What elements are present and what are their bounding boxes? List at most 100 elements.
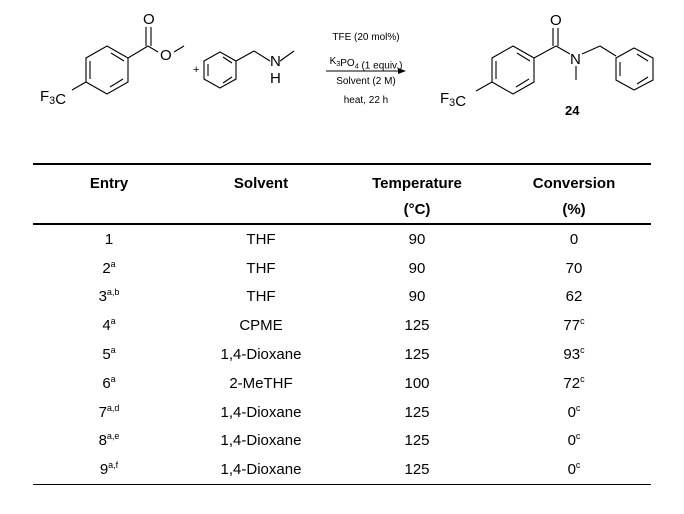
conversion-cell: 77c [497, 311, 651, 340]
entry-cell-footnote: a [110, 345, 116, 356]
conversion-cell-footnote: c [580, 316, 585, 327]
conversion-cell-value: 70 [565, 259, 583, 277]
entry-cell: 5a [33, 340, 185, 369]
entry-cell-footnote: a,e [106, 431, 120, 442]
conversion-cell-value: 93 [563, 346, 581, 364]
entry-cell-value: 4 [102, 317, 111, 335]
temperature-cell-value: 125 [404, 461, 430, 479]
solvent-cell: THF [185, 224, 337, 254]
header-entry: Entry [33, 163, 185, 195]
entry-cell: 8a,e [33, 427, 185, 456]
conversion-cell-footnote: c [575, 460, 581, 471]
condition-catalyst: TFE (20 mol%) [332, 32, 399, 43]
solvent-cell: 2-MeTHF [185, 369, 337, 398]
temperature-cell: 125 [337, 427, 497, 456]
solvent-cell-value: THF [246, 259, 276, 277]
amine-structure [203, 50, 295, 89]
table-row: 8a,e 1,4-Dioxane 125 0c [33, 427, 651, 456]
temperature-cell: 90 [337, 254, 497, 283]
temperature-cell-value: 90 [408, 259, 426, 277]
entry-cell-value: 6 [102, 374, 111, 392]
temperature-cell: 125 [337, 455, 497, 486]
solvent-cell-value: 1,4-Dioxane [220, 346, 302, 364]
solvent-cell-value: 2-MeTHF [229, 374, 293, 392]
temperature-cell-value: 100 [404, 374, 430, 392]
results-table: Entry Solvent Temperature Conversion (°C… [33, 163, 651, 486]
temperature-cell: 90 [337, 224, 497, 254]
conversion-cell-value: 0 [569, 230, 579, 248]
product-nitrogen: N [570, 51, 581, 68]
entry-cell: 6a [33, 369, 185, 398]
conversion-cell-footnote: c [580, 373, 585, 384]
condition-heat: heat, 22 h [344, 95, 388, 106]
entry-cell: 4a [33, 311, 185, 340]
table-row: 9a,f 1,4-Dioxane 125 0c [33, 455, 651, 486]
solvent-cell-value: THF [246, 230, 276, 248]
conversion-cell: 70 [497, 254, 651, 283]
entry-cell-value: 2 [102, 259, 111, 277]
table-header-units-row: (°C) (%) [33, 195, 651, 225]
ester-structure [71, 27, 185, 95]
conversion-cell-value: 77 [563, 317, 581, 335]
header-temperature: Temperature [337, 163, 497, 195]
entry-cell-footnote: a [110, 373, 116, 384]
conversion-cell-value: 0 [567, 461, 576, 479]
conversion-cell: 62 [497, 283, 651, 312]
solvent-cell-value: 1,4-Dioxane [220, 461, 302, 479]
product-carbonyl-oxygen: O [550, 12, 562, 29]
entry-cell: 9a,f [33, 455, 185, 486]
solvent-cell-value: 1,4-Dioxane [220, 432, 302, 450]
conversion-cell-value: 0 [567, 432, 576, 450]
product-cf3-label: F3C [440, 90, 466, 110]
conversion-cell-value: 62 [565, 288, 583, 306]
conversion-cell: 0c [497, 427, 651, 456]
entry-cell-value: 9 [99, 461, 109, 479]
temperature-cell: 125 [337, 311, 497, 340]
header-temperature-unit: (°C) [337, 195, 497, 225]
solvent-cell: 1,4-Dioxane [185, 427, 337, 456]
temperature-cell-value: 125 [404, 346, 430, 364]
temperature-cell-value: 90 [408, 230, 426, 248]
table-row: 6a 2-MeTHF 100 72c [33, 369, 651, 398]
temperature-cell: 125 [337, 398, 497, 427]
temperature-cell-value: 125 [404, 432, 430, 450]
reaction-scheme: F3C O O + N H F3C O N 24 TFE (20 mol%) K… [40, 11, 654, 118]
conversion-cell-footnote: c [575, 431, 581, 442]
table-header-row: Entry Solvent Temperature Conversion [33, 163, 651, 195]
compound-number: 24 [565, 103, 580, 118]
conversion-cell-value: 72 [563, 374, 581, 392]
header-conversion: Conversion [497, 163, 651, 195]
entry-cell-footnote: a,d [106, 402, 120, 413]
product-structure [475, 28, 654, 95]
solvent-cell: THF [185, 283, 337, 312]
solvent-cell: CPME [185, 311, 337, 340]
temperature-cell: 100 [337, 369, 497, 398]
table-row: 5a 1,4-Dioxane 125 93c [33, 340, 651, 369]
results-table-container: Entry Solvent Temperature Conversion (°C… [33, 163, 651, 486]
amine-hydrogen: H [270, 70, 281, 87]
conversion-cell: 93c [497, 340, 651, 369]
table-row: 4a CPME 125 77c [33, 311, 651, 340]
solvent-cell-value: CPME [239, 317, 283, 335]
conversion-cell-footnote: c [575, 402, 581, 413]
entry-cell: 3a,b [33, 283, 185, 312]
condition-base: K3PO4 (1 equiv.) [330, 56, 403, 71]
entry-cell: 2a [33, 254, 185, 283]
temperature-cell-value: 125 [404, 317, 430, 335]
conversion-cell: 0 [497, 224, 651, 254]
entry-cell-footnote: a,b [106, 287, 120, 298]
solvent-cell: 1,4-Dioxane [185, 398, 337, 427]
entry-cell-footnote: a,f [108, 460, 119, 471]
plus-sign: + [193, 64, 199, 76]
header-conversion-unit: (%) [497, 195, 651, 225]
entry-cell-footnote: a [110, 258, 116, 269]
conversion-cell: 72c [497, 369, 651, 398]
header-entry-unit [33, 195, 185, 225]
ester-cf3-label: F3C [40, 88, 66, 108]
condition-solvent: Solvent (2 M) [336, 76, 395, 87]
table-row: 2a THF 90 70 [33, 254, 651, 283]
entry-cell-value: 8 [98, 432, 107, 450]
